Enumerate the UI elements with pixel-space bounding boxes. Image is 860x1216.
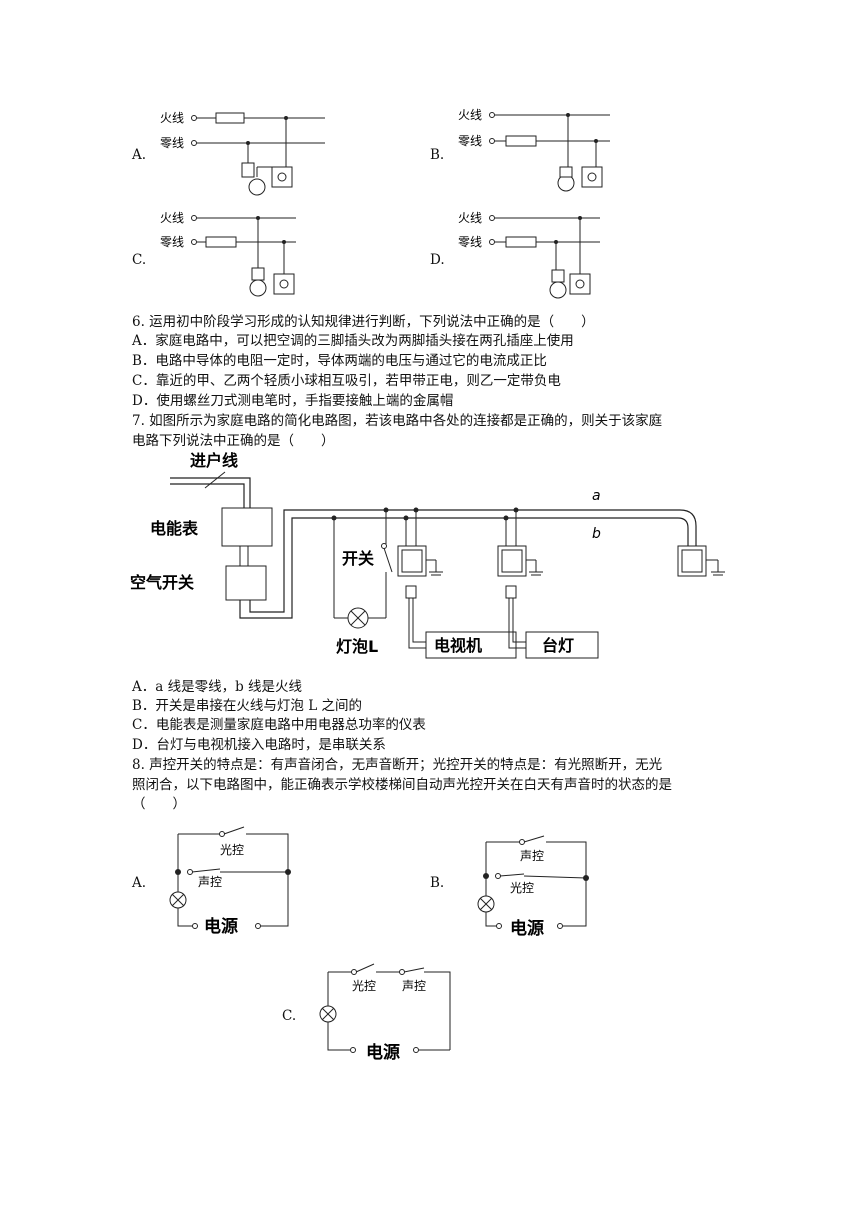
question-8-stem-line2: 照闭合，以下电路图中，能正确表示学校楼梯间自动声光控开关在白天有声音时的状态的是 xyxy=(132,777,672,793)
question-7-option-c: C．电能表是测量家庭电路中用电器总功率的仪表 xyxy=(132,717,426,733)
question-7-stem-line1: 7. 如图所示为家庭电路的简化电路图，若该电路中各处的连接都是正确的，则关于该家… xyxy=(132,413,663,429)
lamp-box xyxy=(525,631,599,659)
option-letter-b: B. xyxy=(430,147,445,163)
circuit-diagram-b: 火线 零线 xyxy=(458,108,610,192)
live-wire-label: 火线 xyxy=(160,111,184,125)
circuit-diagram-c: 火线 零线 xyxy=(160,211,296,297)
question-7-option-d: D．台灯与电视机接入电路时，是串联关系 xyxy=(132,737,386,753)
top-switch-label: 光控 xyxy=(220,843,244,857)
tv-label: 电视机 xyxy=(434,636,482,655)
air-switch-box xyxy=(225,565,267,601)
power-source-label: 电源 xyxy=(204,916,238,937)
tv-box xyxy=(425,631,517,659)
bulb-icon xyxy=(248,178,266,196)
meter-box xyxy=(221,507,273,547)
sound-light-circuit-a: 光控 声控 电源 xyxy=(169,826,291,937)
meter-label: 电能表 xyxy=(150,519,199,538)
question-6-stem: 6. 运用初中阶段学习形成的认知规律进行判断，下列说法中正确的是（ ） xyxy=(132,314,595,330)
air-switch-label: 空气开关 xyxy=(130,573,194,592)
q8-option-letter-a: A. xyxy=(132,875,147,891)
service-line-label: 进户线 xyxy=(190,451,238,470)
circuit-diagram-d: 火线 零线 xyxy=(458,211,600,299)
middle-switch-label: 声控 xyxy=(198,875,222,889)
neutral-wire-label: 零线 xyxy=(458,235,482,249)
socket-icon xyxy=(271,166,293,188)
lamp-label: 台灯 xyxy=(542,636,574,655)
option-letter-d: D. xyxy=(430,252,445,268)
q8-option-letter-b: B. xyxy=(430,875,445,891)
question-6-option-b: B．电路中导体的电阻一定时，导体两端的电压与通过它的电流成正比 xyxy=(132,353,547,369)
switch-label: 开关 xyxy=(342,549,374,568)
household-circuit-diagram: 进户线 电能表 空气开关 a b 开关 灯泡L 电视机 xyxy=(130,451,725,659)
power-source-label: 电源 xyxy=(510,918,544,939)
question-6-option-d: D．使用螺丝刀式测电笔时，手指要接触上端的金属帽 xyxy=(132,393,454,409)
option-letter-c: C. xyxy=(132,252,147,268)
question-8-stem-line3: （ ） xyxy=(132,796,186,812)
neutral-wire-label: 零线 xyxy=(458,134,482,148)
q8-option-letter-c: C. xyxy=(282,1008,297,1024)
bulb-icon xyxy=(549,281,567,299)
socket-icon xyxy=(273,273,295,295)
live-wire-label: 火线 xyxy=(160,211,184,225)
bulb-label: 灯泡L xyxy=(336,637,378,656)
sound-light-circuit-b: 声控 光控 电源 xyxy=(477,835,589,939)
live-wire-label: 火线 xyxy=(458,108,482,122)
right-switch-label: 声控 xyxy=(402,979,426,993)
bulb-icon xyxy=(249,279,267,297)
wire-b-label: b xyxy=(592,526,601,542)
wire-a-label: a xyxy=(592,488,601,504)
question-6-option-c: C．靠近的甲、乙两个轻质小球相互吸引，若甲带正电，则乙一定带负电 xyxy=(132,373,561,389)
question-6-option-a: A．家庭电路中，可以把空调的三脚插头改为两脚插头接在两孔插座上使用 xyxy=(132,333,574,349)
top-switch-label: 声控 xyxy=(520,849,544,863)
middle-switch-label: 光控 xyxy=(510,881,534,895)
power-source-label: 电源 xyxy=(366,1042,400,1063)
question-8-stem-line1: 8. 声控开关的特点是：有声音闭合，无声音断开；光控开关的特点是：有光照断开，无… xyxy=(132,757,663,773)
neutral-wire-label: 零线 xyxy=(160,235,184,249)
question-7-stem-line2: 电路下列说法中正确的是（ ） xyxy=(132,433,335,449)
question-7-option-b: B．开关是串接在火线与灯泡 L 之间的 xyxy=(132,698,362,714)
socket-icon xyxy=(569,273,591,295)
circuit-diagram-a: 火线 零线 xyxy=(160,111,325,196)
live-wire-label: 火线 xyxy=(458,211,482,225)
neutral-wire-label: 零线 xyxy=(160,136,184,150)
option-letter-a: A. xyxy=(132,147,147,163)
socket-icon xyxy=(581,166,603,188)
question-7-option-a: A．a 线是零线，b 线是火线 xyxy=(132,679,303,695)
left-switch-label: 光控 xyxy=(352,979,376,993)
sound-light-circuit-c: 光控 声控 电源 xyxy=(319,963,451,1063)
